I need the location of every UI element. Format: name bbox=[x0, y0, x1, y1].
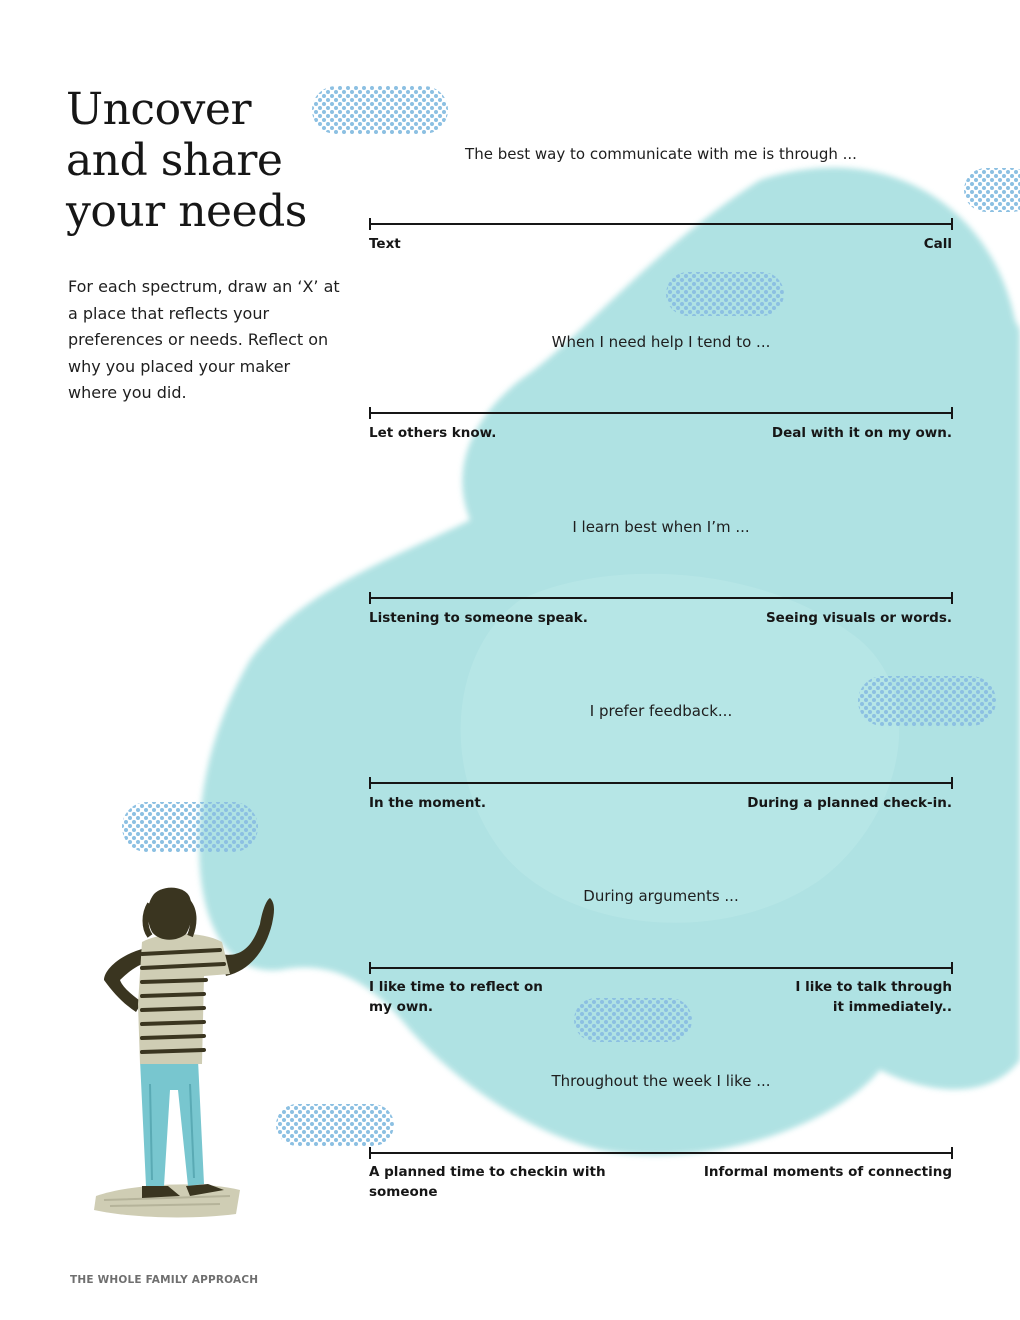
dot-texture-patch bbox=[574, 998, 692, 1042]
spectrum-left-label: In the moment. bbox=[369, 795, 487, 811]
spectrum-prompt: When I need help I tend to ... bbox=[551, 333, 771, 351]
spectrum-scale-line[interactable] bbox=[369, 592, 953, 604]
spectrum-scale-line[interactable] bbox=[369, 218, 953, 230]
dot-texture-patch bbox=[276, 1104, 394, 1146]
spectrum-scale-line[interactable] bbox=[369, 777, 953, 789]
spectrum-right-label: Deal with it on my own. bbox=[771, 425, 952, 441]
title-line: and share bbox=[66, 135, 283, 186]
spectrum-right-label: I like to talk through it immediately.. bbox=[795, 979, 952, 1015]
page-title: Uncover and share your needs bbox=[66, 84, 307, 237]
dot-texture-patch bbox=[666, 272, 784, 316]
spectrum-right-label: Seeing visuals or words. bbox=[765, 610, 952, 626]
spectrum-prompt: I learn best when I’m ... bbox=[572, 518, 750, 536]
spectrum-prompt: I prefer feedback... bbox=[589, 702, 733, 720]
spectrum-left-label: A planned time to checkin with someone bbox=[369, 1164, 606, 1200]
spectrum-scale-line[interactable] bbox=[369, 962, 953, 974]
spectrum-right-label: Informal moments of connecting bbox=[703, 1164, 952, 1180]
title-line: your needs bbox=[66, 186, 307, 237]
spectrum-right-label: During a planned check-in. bbox=[747, 795, 952, 811]
spectrum-prompt: The best way to communicate with me is t… bbox=[465, 145, 857, 163]
person-illustration-icon bbox=[94, 887, 274, 1218]
spectrum-left-label: Listening to someone speak. bbox=[369, 610, 588, 626]
spectrum-right-label: Call bbox=[923, 236, 952, 252]
spectrum-prompt: Throughout the week I like ... bbox=[551, 1072, 771, 1090]
dot-texture-patch bbox=[312, 86, 448, 134]
spectrum-left-label: I like time to reflect on my own. bbox=[369, 979, 543, 1015]
footer-text: THE WHOLE FAMILY APPROACH bbox=[70, 1274, 259, 1286]
spectrum-scale-line[interactable] bbox=[369, 1147, 953, 1159]
instructions-text: For each spectrum, draw an ‘X’ at a plac… bbox=[68, 277, 340, 402]
spectrum-prompt: During arguments ... bbox=[583, 887, 739, 905]
title-line: Uncover bbox=[66, 84, 251, 135]
spectrum-scale-line[interactable] bbox=[369, 407, 953, 419]
dot-texture-patch bbox=[122, 802, 258, 852]
dot-texture-patch bbox=[964, 168, 1020, 212]
spectrum-left-label: Text bbox=[369, 236, 401, 252]
spectrum-left-label: Let others know. bbox=[369, 425, 497, 441]
dot-texture-patch bbox=[858, 676, 996, 726]
